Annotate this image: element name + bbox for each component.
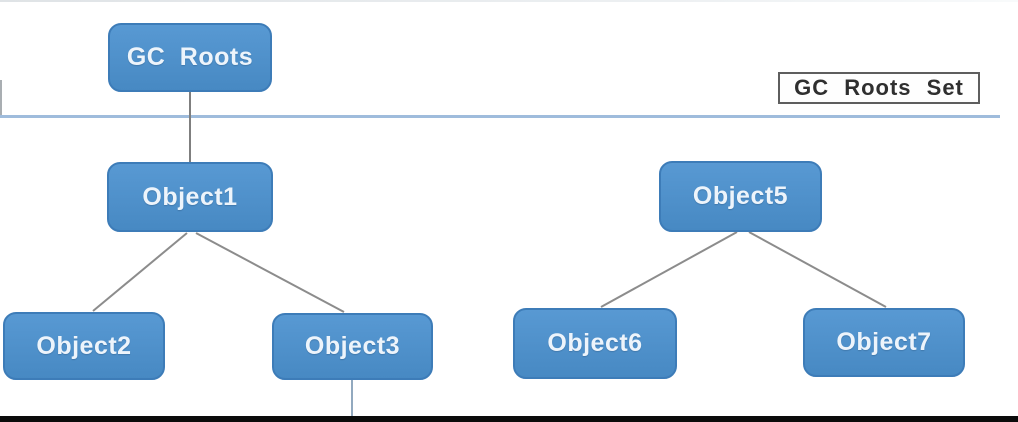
edge-object1-object3 (195, 232, 345, 313)
gc-roots-set-label: GC Roots Set (794, 75, 964, 100)
left-border-line (0, 80, 2, 117)
node-object6: Object6 (513, 308, 677, 379)
node-object1-label: Object1 (142, 182, 238, 211)
edge-object5-object7 (748, 231, 887, 308)
node-object7-label: Object7 (836, 328, 932, 356)
top-border-line (0, 0, 1018, 2)
node-object5: Object5 (659, 161, 822, 232)
node-object2: Object2 (3, 312, 165, 380)
node-object3: Object3 (272, 313, 433, 380)
edge-object1-object2 (92, 232, 188, 312)
gc-roots-set-label-box: GC Roots Set (778, 72, 980, 104)
node-object7: Object7 (803, 308, 965, 377)
node-object1: Object1 (107, 162, 273, 232)
gc-roots-separator-line (0, 115, 1000, 118)
node-object5-label: Object5 (692, 182, 789, 210)
node-object3-label: Object3 (304, 332, 401, 360)
node-object2-label: Object2 (36, 331, 132, 360)
edge-object5-object6 (600, 231, 738, 308)
bottom-border-bar (0, 416, 1018, 422)
node-object6-label: Object6 (547, 329, 643, 357)
node-gc-roots: GC Roots (108, 23, 272, 92)
node-gc-roots-label: GC Roots (126, 43, 254, 71)
